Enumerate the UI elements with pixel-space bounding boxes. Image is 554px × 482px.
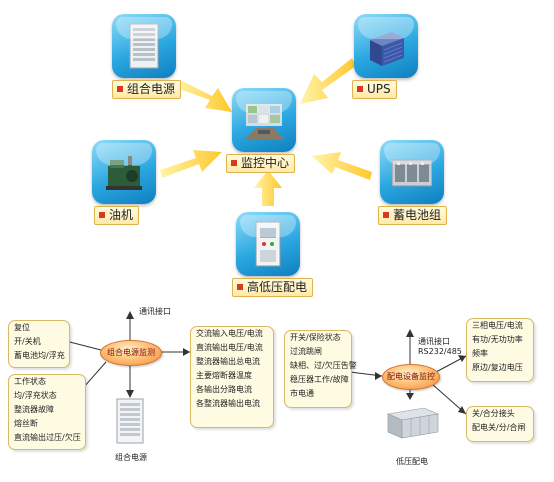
left-status-box: 工作状态 均/浮充状态 整流器故障 熔丝断 直流输出过压/欠压 — [8, 374, 86, 450]
combo-power-cabinet-image — [116, 398, 144, 444]
left-measurement-item: 各整流器输出电流 — [196, 399, 260, 408]
right-alarm-item: 稳压器工作/故障 — [290, 375, 349, 384]
left-status-item: 熔丝断 — [14, 419, 38, 428]
left-control-box: 复位 开/关机 蓄电池均/浮充 — [8, 320, 70, 368]
left-measurement-item: 直流输出电压/电流 — [196, 343, 263, 352]
diesel-label: 油机 — [94, 206, 140, 225]
left-measurement-box: 交流输入电压/电流 直流输出电压/电流 整流器输出总电流 主要熔断器温度 各输出… — [190, 326, 274, 428]
right-alarm-box: 开关/保险状态 过流跳闸 缺相、过/欠压告警 稳压器工作/故障 市电通 — [284, 330, 357, 408]
right-control-box: 关/合分接头 配电关/分/合闸 — [466, 406, 534, 442]
monitoring-center-label: 监控中心 — [226, 154, 296, 173]
right-alarm-item: 过流跳闸 — [290, 347, 322, 356]
right-measurement-box: 三相电压/电流 有功/无功功率 频率 原边/复边电压 — [466, 318, 534, 382]
hv-lv-label: 高低压配电 — [232, 278, 314, 297]
left-status-item: 直流输出过压/欠压 — [14, 433, 81, 442]
battery-rack-icon — [392, 159, 432, 187]
low-voltage-device-label: 低压配电 — [396, 457, 428, 466]
right-alarm-item: 开关/保险状态 — [290, 333, 341, 342]
ups-unit-icon — [370, 32, 404, 66]
diesel-generator-tile — [92, 140, 156, 204]
combo-power-label: 组合电源 — [112, 80, 182, 99]
combo-power-monitor-hub: 组合电源监测 — [100, 340, 162, 366]
left-measurement-item: 主要熔断器温度 — [196, 371, 252, 380]
left-control-item: 复位 — [14, 323, 30, 332]
combo-power-tile — [112, 14, 176, 78]
left-measurement-item: 各输出分路电流 — [196, 385, 252, 394]
right-comm-protocol-label: RS232/485 — [418, 347, 462, 356]
left-measurement-item: 交流输入电压/电流 — [196, 329, 263, 338]
control-room-icon — [244, 104, 284, 140]
hv-lv-distribution-tile — [236, 212, 300, 276]
arrow-from-diesel — [160, 150, 222, 178]
right-measurement-item: 三相电压/电流 — [472, 321, 523, 330]
arrow-from-combo-power — [176, 80, 232, 112]
switchgear-icon — [255, 221, 281, 267]
arrow-from-battery — [312, 152, 372, 180]
left-control-item: 开/关机 — [14, 337, 41, 346]
right-control-item: 配电关/分/合闸 — [472, 423, 526, 432]
right-measurement-item: 频率 — [472, 349, 488, 358]
right-alarm-item: 市电通 — [290, 389, 314, 398]
ups-tile — [354, 14, 418, 78]
right-control-item: 关/合分接头 — [472, 409, 515, 418]
combo-power-device-label: 组合电源 — [115, 453, 147, 462]
right-alarm-item: 缺相、过/欠压告警 — [290, 361, 357, 370]
battery-label: 蓄电池组 — [378, 206, 448, 225]
left-comm-interface-label: 通讯接口 — [139, 307, 171, 316]
low-voltage-switchgear-image — [386, 407, 440, 439]
arrow-from-hv-lv — [254, 170, 282, 206]
left-control-item: 蓄电池均/浮充 — [14, 351, 65, 360]
generator-icon — [106, 156, 142, 190]
arrow-from-ups — [300, 58, 356, 104]
right-measurement-item: 有功/无功功率 — [472, 335, 523, 344]
battery-bank-tile — [380, 140, 444, 204]
power-cabinet-icon — [129, 23, 159, 69]
ups-label: UPS — [352, 80, 397, 99]
left-status-item: 均/浮充状态 — [14, 391, 57, 400]
right-comm-interface-label: 通讯接口 — [418, 337, 450, 346]
right-measurement-item: 原边/复边电压 — [472, 363, 523, 372]
left-measurement-item: 整流器输出总电流 — [196, 357, 260, 366]
distribution-monitor-hub: 配电设备监控 — [382, 364, 440, 390]
left-status-item: 整流器故障 — [14, 405, 54, 414]
left-status-item: 工作状态 — [14, 377, 46, 386]
monitoring-center-tile — [232, 88, 296, 152]
